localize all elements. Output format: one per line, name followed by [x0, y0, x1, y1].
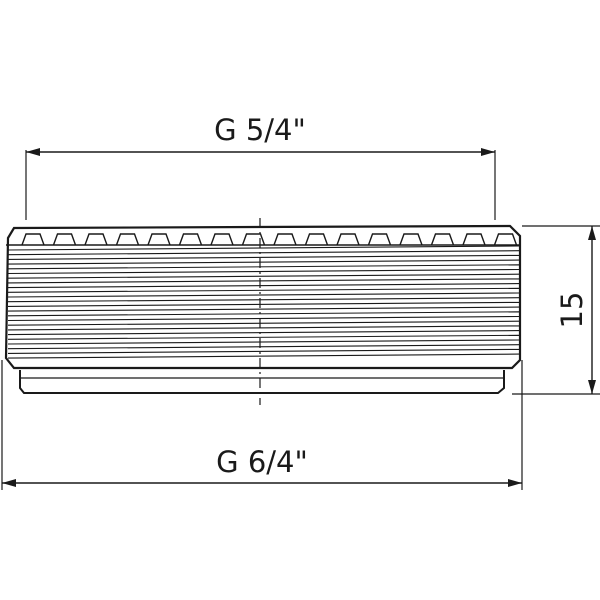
thread-line — [7, 320, 520, 326]
serration-tooth — [399, 233, 423, 246]
top-serrations — [21, 233, 518, 246]
serration-tooth — [52, 233, 77, 246]
thread-body-outline — [4, 224, 522, 370]
thread-line — [7, 311, 520, 317]
serration-tooth — [336, 233, 360, 246]
thread-line — [7, 245, 520, 251]
thread-line — [7, 268, 520, 275]
thread-line — [7, 315, 520, 322]
bottom-thread-label: G 6/4" — [216, 445, 308, 479]
serration-tooth — [304, 233, 329, 246]
height-dimension: 15 — [512, 225, 600, 395]
serration-tooth — [115, 233, 140, 246]
thread-line — [7, 250, 520, 256]
thread-line — [7, 334, 520, 340]
serration-tooth — [210, 233, 234, 246]
thread-line — [7, 292, 520, 298]
serration-tooth — [367, 233, 392, 246]
thread-line — [7, 287, 520, 293]
bottom-spigot — [19, 370, 505, 394]
thread-line — [7, 254, 520, 260]
thread-line — [7, 306, 520, 312]
serration-tooth — [178, 233, 203, 246]
thread-line — [7, 259, 520, 265]
height-label: 15 — [555, 292, 589, 329]
thread-line — [7, 301, 520, 307]
serration-tooth — [147, 233, 171, 246]
serration-tooth — [493, 233, 518, 246]
serration-tooth — [241, 233, 266, 246]
thread-line — [7, 330, 520, 336]
serration-tooth — [430, 233, 455, 246]
thread-lines — [7, 245, 520, 359]
fitting-body — [4, 218, 522, 405]
top-thread-label: G 5/4" — [214, 113, 306, 147]
serration-tooth — [21, 233, 45, 246]
thread-line — [7, 273, 520, 279]
thread-line — [7, 297, 520, 303]
thread-line — [7, 353, 520, 359]
thread-line — [7, 325, 520, 331]
serration-tooth — [84, 233, 108, 246]
thread-line — [7, 283, 520, 289]
thread-line — [7, 344, 520, 350]
thread-line — [7, 339, 520, 345]
thread-line — [7, 348, 520, 354]
bottom-thread-dimension: G 6/4" — [1, 360, 523, 490]
serration-tooth — [462, 233, 486, 246]
serration-tooth — [273, 233, 297, 246]
thread-line — [7, 278, 520, 284]
top-thread-dimension: G 5/4" — [25, 113, 496, 220]
thread-line — [7, 264, 520, 270]
